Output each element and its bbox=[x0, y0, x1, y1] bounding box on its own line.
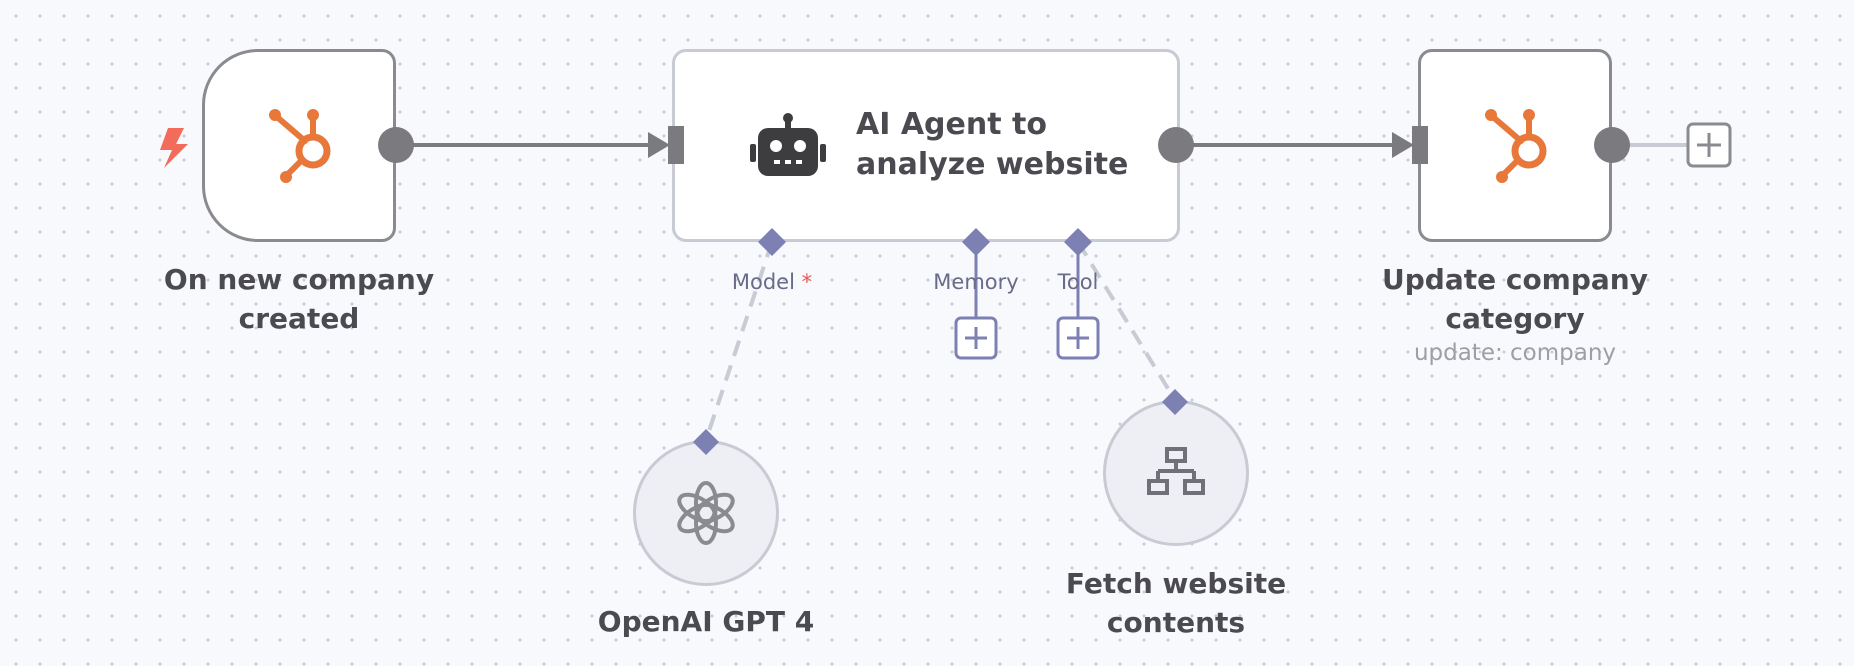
edge-model-to-openai[interactable] bbox=[704, 241, 774, 441]
update-company-node[interactable] bbox=[1418, 49, 1612, 242]
edge-arrowhead bbox=[1392, 132, 1414, 158]
fetch-title-line2: contents bbox=[1106, 606, 1246, 639]
fetch-website-node[interactable] bbox=[1103, 400, 1249, 546]
fetch-title-line1: Fetch website bbox=[1065, 567, 1287, 600]
trigger-title: On new company created bbox=[149, 260, 449, 338]
openai-model-node[interactable] bbox=[633, 440, 779, 586]
trigger-title-line1: On new company bbox=[163, 263, 435, 296]
tool-port-label: Tool bbox=[1057, 270, 1099, 294]
edge-arrowhead bbox=[648, 132, 670, 158]
openai-title: OpenAI GPT 4 bbox=[597, 605, 815, 638]
memory-port-label: Memory bbox=[933, 270, 1019, 294]
update-title-line1: Update company bbox=[1382, 263, 1648, 296]
ai-agent-title-line1: AI Agent to bbox=[856, 107, 1047, 142]
required-mark: * bbox=[801, 270, 813, 294]
edge-tool-to-fetch[interactable] bbox=[1076, 240, 1177, 402]
model-label-text: Model bbox=[731, 270, 795, 294]
trigger-node[interactable] bbox=[202, 49, 396, 242]
fetch-title: Fetch website contents bbox=[1026, 564, 1326, 642]
ai-agent-title: AI Agent to analyze website bbox=[856, 105, 1128, 185]
trigger-title-line2: created bbox=[238, 302, 360, 335]
ai-agent-title-line2: analyze website bbox=[856, 147, 1129, 182]
update-title-line2: category bbox=[1445, 302, 1585, 335]
update-title: Update company category bbox=[1365, 260, 1665, 338]
update-subtitle: update: company bbox=[1413, 340, 1617, 366]
model-port-label: Model * bbox=[722, 270, 822, 294]
